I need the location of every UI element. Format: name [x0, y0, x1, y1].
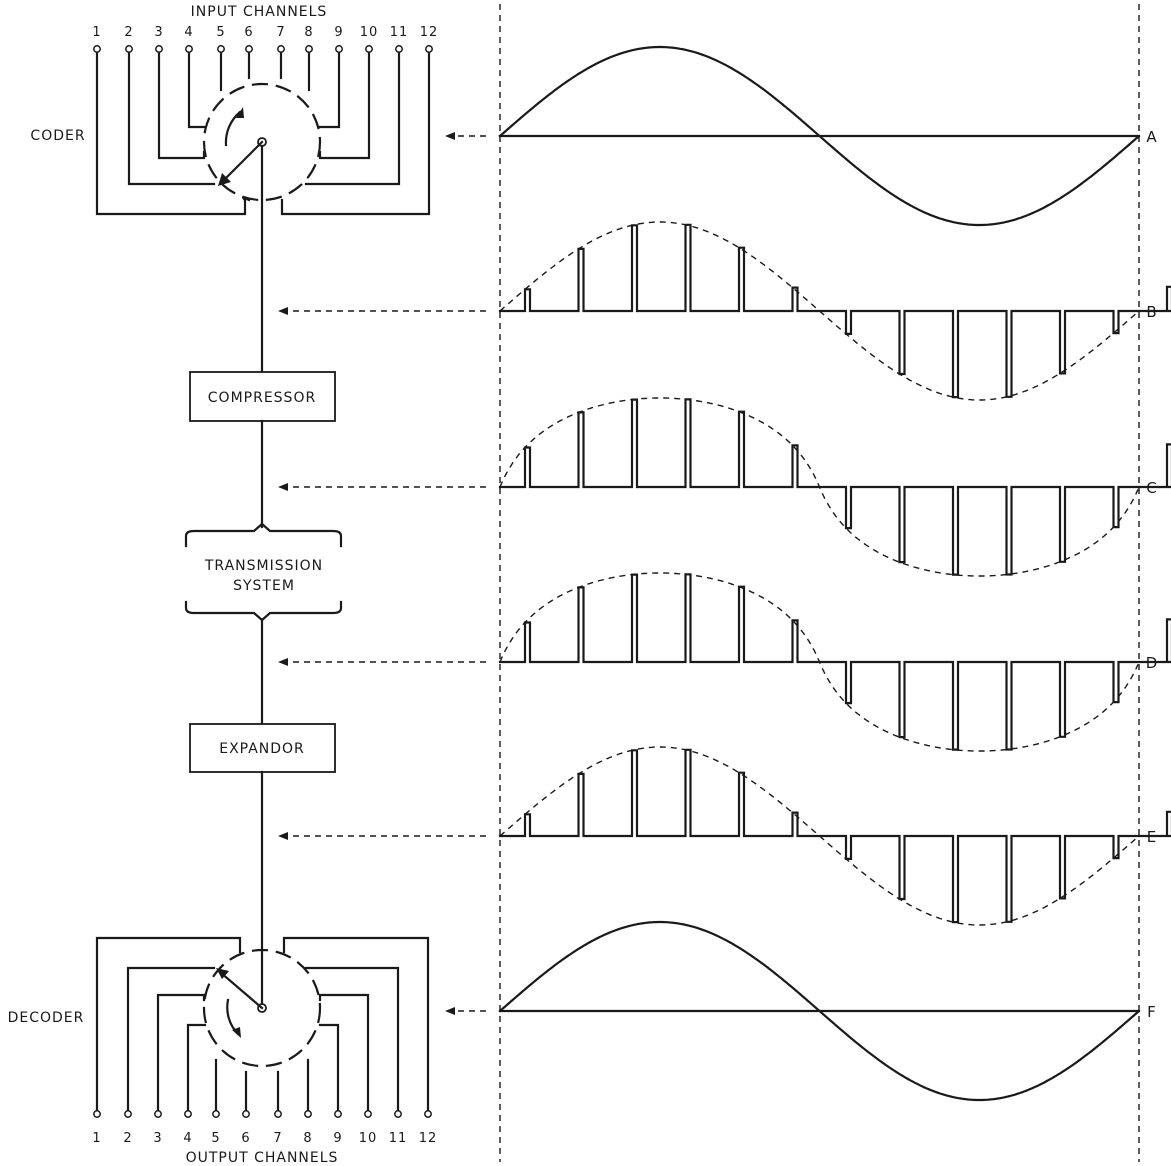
- input-terminal: [155, 45, 163, 53]
- waveform-label-D: D: [1146, 654, 1159, 672]
- input-terminal: [125, 45, 133, 53]
- arrow-head-C: [278, 483, 288, 491]
- output-terminal: [154, 1110, 162, 1118]
- input-terminal: [425, 45, 433, 53]
- input-channel-number: 12: [420, 25, 439, 40]
- output-terminal: [184, 1110, 192, 1118]
- input-terminal: [335, 45, 343, 53]
- transmission-label-line1: TRANSMISSION: [204, 558, 323, 574]
- transmission-label-line2: SYSTEM: [233, 578, 295, 594]
- output-channel-number: 11: [389, 1131, 408, 1146]
- expandor-box: [189, 723, 336, 773]
- compressor-label: COMPRESSOR: [208, 390, 316, 406]
- output-channel-number: 5: [211, 1131, 220, 1146]
- input-channel-number: 2: [124, 25, 133, 40]
- pulse-train-E: [498, 748, 1171, 924]
- input-terminal: [217, 45, 225, 53]
- coder-label: CODER: [30, 128, 85, 144]
- input-terminal: [365, 45, 373, 53]
- waveform-label-B: B: [1146, 303, 1157, 321]
- input-channel-number: 8: [304, 25, 313, 40]
- input-channel-number: 1: [92, 25, 101, 40]
- output-channel-terminals: [93, 1110, 432, 1118]
- pulse-train-D: [498, 573, 1171, 751]
- input-channels-label: INPUT CHANNELS: [191, 4, 328, 20]
- envelope-D: [499, 572, 1139, 752]
- arrow-head-E: [278, 832, 288, 840]
- output-terminal: [304, 1110, 312, 1118]
- transmission-bottom-brace: [184, 600, 343, 622]
- output-terminal: [212, 1110, 220, 1118]
- waveform-labels: A B C D E F: [1146, 128, 1159, 1021]
- input-channel-terminals: [93, 45, 433, 53]
- output-terminal: [242, 1110, 250, 1118]
- decoder-wiring: [95, 936, 430, 1112]
- output-terminal: [364, 1110, 372, 1118]
- output-channels-label: OUTPUT CHANNELS: [186, 1150, 339, 1166]
- output-terminal: [394, 1110, 402, 1118]
- output-channel-number: 7: [273, 1131, 282, 1146]
- expandor-label: EXPANDOR: [219, 741, 305, 757]
- output-channel-number: 3: [153, 1131, 162, 1146]
- output-channel-number: 1: [92, 1131, 101, 1146]
- waveform-label-F: F: [1147, 1003, 1157, 1021]
- arrow-head-F: [445, 1007, 455, 1015]
- input-channel-number: 6: [244, 25, 253, 40]
- input-terminal: [93, 45, 101, 53]
- output-channel-number: 4: [183, 1131, 192, 1146]
- transmission-top-brace: [184, 522, 343, 548]
- arrow-head-D: [278, 658, 288, 666]
- pulse-train-C: [498, 398, 1171, 576]
- input-channel-number: 10: [360, 25, 379, 40]
- output-channel-number: 2: [123, 1131, 132, 1146]
- input-channel-number: 3: [154, 25, 163, 40]
- output-terminal: [124, 1110, 132, 1118]
- output-channel-number: 12: [419, 1131, 438, 1146]
- output-channel-number: 8: [303, 1131, 312, 1146]
- coder-commutator: [202, 82, 322, 202]
- output-terminal: [334, 1110, 342, 1118]
- input-terminal: [277, 45, 285, 53]
- decoder-commutator: [202, 948, 322, 1068]
- input-channel-number: 11: [390, 25, 409, 40]
- pulse-train-B: [498, 223, 1171, 399]
- output-channel-number: 9: [333, 1131, 342, 1146]
- input-terminal: [305, 45, 313, 53]
- output-channel-number: 6: [241, 1131, 250, 1146]
- envelope-C: [499, 397, 1139, 577]
- reference-arrows: [278, 132, 486, 1015]
- decoder-label: DECODER: [8, 1010, 85, 1026]
- output-channel-number: 10: [359, 1131, 378, 1146]
- waveform-label-E: E: [1147, 828, 1157, 846]
- output-terminal: [424, 1110, 432, 1118]
- input-terminal: [245, 45, 253, 53]
- input-terminal: [395, 45, 403, 53]
- output-terminal: [274, 1110, 282, 1118]
- input-channel-number: 4: [184, 25, 193, 40]
- compressor-box: [189, 371, 336, 422]
- input-channel-number: 5: [216, 25, 225, 40]
- waveform-label-A: A: [1146, 128, 1157, 146]
- arrow-head-A: [445, 132, 455, 140]
- output-terminal: [93, 1110, 101, 1118]
- arrow-head-B: [278, 307, 288, 315]
- waveforms: [498, 45, 1171, 1102]
- waveform-label-C: C: [1146, 479, 1157, 497]
- input-channel-number: 7: [276, 25, 285, 40]
- input-channel-number: 9: [334, 25, 343, 40]
- input-terminal: [185, 45, 193, 53]
